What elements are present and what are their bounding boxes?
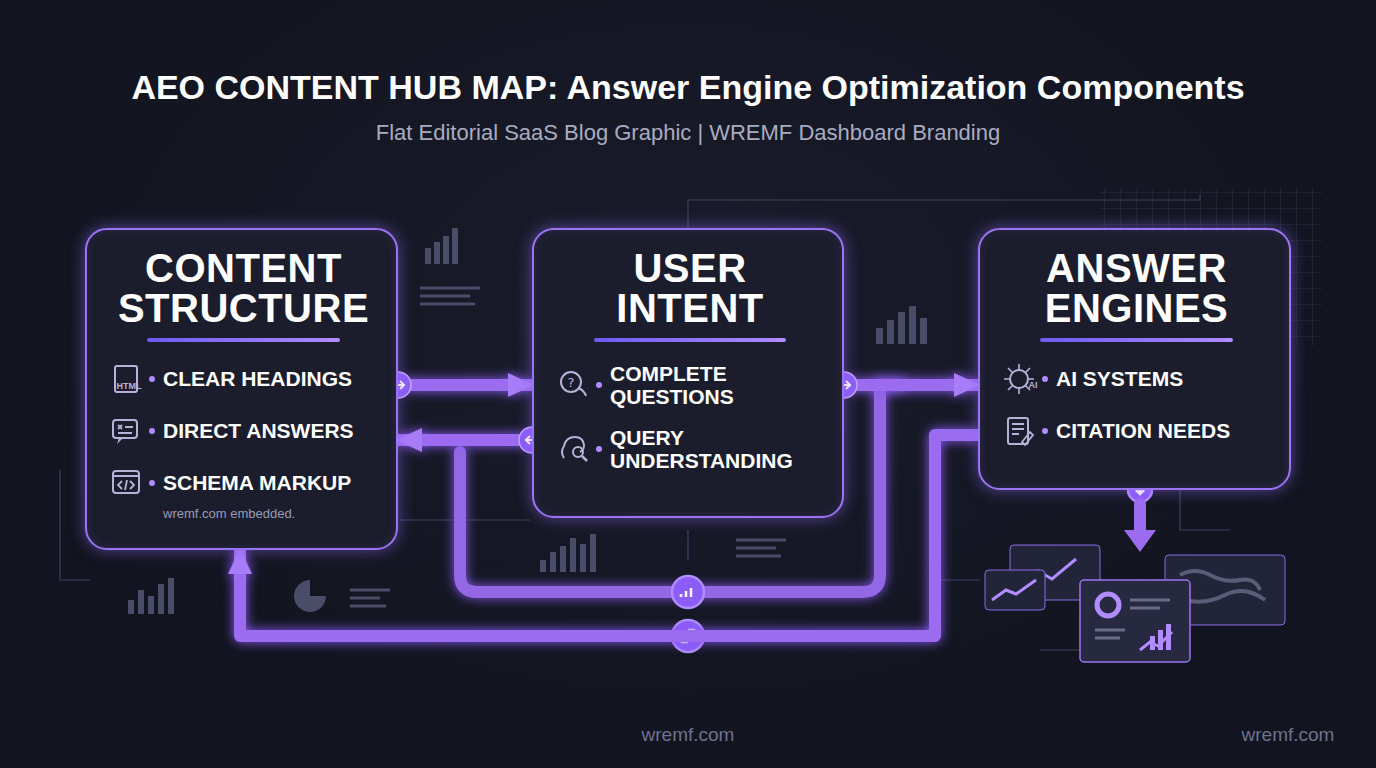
embed-note: wremf.com embedded. bbox=[163, 506, 378, 521]
item-row: DIRECT ANSWERS bbox=[109, 414, 378, 448]
item-row: CITATION NEEDS bbox=[1002, 414, 1271, 448]
item-icon bbox=[1002, 362, 1036, 396]
item-text: CITATION NEEDS bbox=[1056, 419, 1230, 442]
item-icon bbox=[109, 414, 143, 448]
item-row: AI SYSTEMS bbox=[1002, 362, 1271, 396]
item-icon bbox=[556, 432, 590, 466]
item-row: CLEAR HEADINGS bbox=[109, 362, 378, 396]
watermark: wremf.com bbox=[1188, 724, 1376, 746]
bullet-dot bbox=[596, 382, 602, 388]
component-box: ANSWER ENGINES AI SYSTEMS CITATION NEEDS bbox=[978, 228, 1291, 490]
flow-arrow bbox=[398, 379, 532, 391]
flow-arrow bbox=[398, 434, 532, 446]
item-icon bbox=[1002, 414, 1036, 448]
bullet-dot bbox=[596, 446, 602, 452]
item-text: CLEAR HEADINGS bbox=[163, 367, 352, 390]
title: AEO CONTENT HUB MAP: Answer Engine Optim… bbox=[0, 68, 1376, 107]
heading-underline bbox=[594, 338, 787, 342]
heading-underline bbox=[1040, 338, 1234, 342]
bullet-dot bbox=[1042, 376, 1048, 382]
item-icon bbox=[109, 466, 143, 500]
icon-text: AI bbox=[1018, 380, 1048, 390]
bullet-dot bbox=[149, 480, 155, 486]
flow-arrow bbox=[844, 379, 978, 391]
heading-underline bbox=[147, 338, 341, 342]
watermark: wremf.com bbox=[588, 724, 788, 746]
icon-text: HTML bbox=[114, 381, 144, 391]
subtitle: Flat Editorial SaaS Blog Graphic | WREMF… bbox=[0, 120, 1376, 146]
item-text: AI SYSTEMS bbox=[1056, 367, 1183, 390]
item-text: COMPLETE QUESTIONS bbox=[610, 362, 824, 408]
box-heading: ANSWER ENGINES bbox=[1002, 248, 1271, 328]
svg-text:?: ? bbox=[568, 375, 575, 390]
item-row: ? COMPLETE QUESTIONS bbox=[556, 362, 824, 408]
item-text: DIRECT ANSWERS bbox=[163, 419, 354, 442]
item-text: QUERY UNDERSTANDING bbox=[610, 426, 824, 472]
bullet-dot bbox=[1042, 428, 1048, 434]
bullet-dot bbox=[149, 376, 155, 382]
item-text: SCHEMA MARKUP bbox=[163, 471, 351, 494]
box-heading: CONTENT STRUCTURE bbox=[109, 248, 378, 328]
box-heading: USER INTENT bbox=[556, 248, 824, 328]
item-row: QUERY UNDERSTANDING bbox=[556, 426, 824, 472]
component-box: USER INTENT? COMPLETE QUESTIONS QUERY UNDE… bbox=[532, 228, 844, 518]
item-row: SCHEMA MARKUP bbox=[109, 466, 378, 500]
item-icon: ? bbox=[556, 368, 590, 402]
bullet-dot bbox=[149, 428, 155, 434]
